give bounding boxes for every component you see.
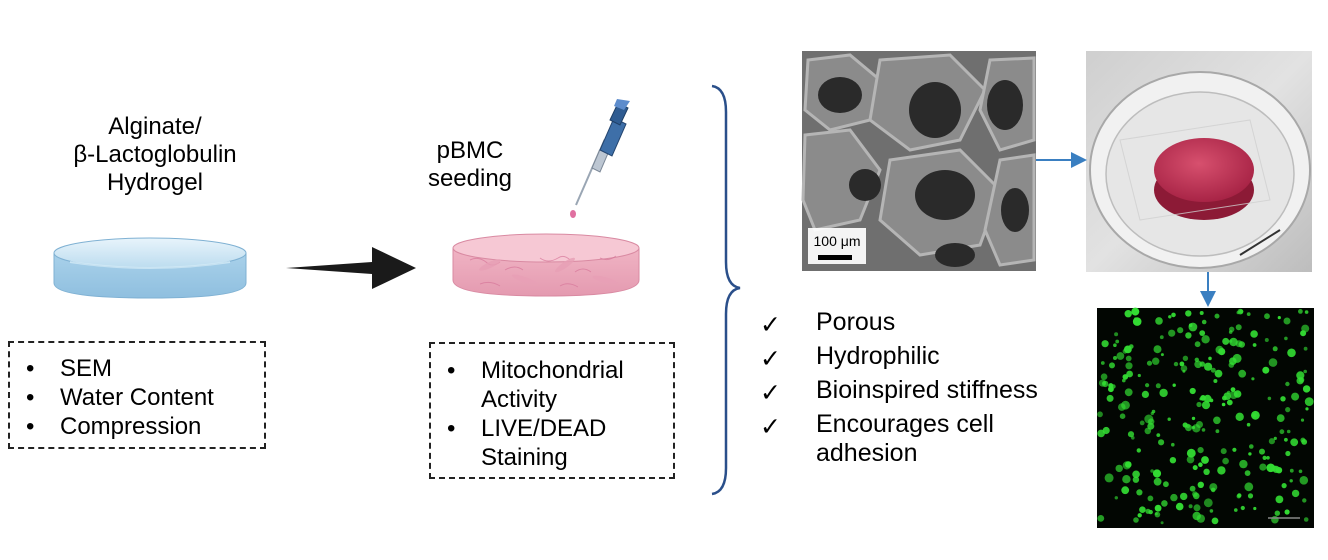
property-item: ✓ Encourages cell adhesion	[760, 410, 994, 467]
bracket	[711, 84, 741, 496]
seeding-title: pBMC seeding	[427, 137, 513, 192]
check-icon: ✓	[760, 345, 781, 373]
process-arrow	[286, 247, 416, 289]
hydrogel-disc	[53, 237, 247, 299]
petri-dish-photo	[1086, 51, 1312, 272]
property-item: ✓ Bioinspired stiffness	[760, 376, 1090, 410]
sem-scale-label: 100 μm	[814, 233, 861, 249]
hydrogel-title: Alginate/ β-Lactoglobulin Hydrogel	[73, 113, 237, 196]
characterization-box: SEM Water Content Compression	[8, 341, 266, 449]
test-item: Compression	[10, 412, 264, 441]
pipette-icon	[570, 99, 630, 218]
live-dead-fluorescence-image	[1097, 307, 1314, 528]
sem-micrograph: 100 μm	[801, 51, 1036, 271]
check-icon: ✓	[760, 379, 781, 407]
property-item: ✓ Porous	[760, 308, 1090, 342]
assay-item: LIVE/DEAD Staining	[431, 414, 673, 472]
check-icon: ✓	[760, 311, 781, 339]
test-item: SEM	[10, 354, 264, 383]
seeded-disc	[452, 233, 640, 297]
assay-box: Mitochondrial Activity LIVE/DEAD Stainin…	[429, 342, 675, 479]
assay-item: Mitochondrial Activity	[431, 356, 673, 414]
property-checklist: ✓ Porous ✓ Hydrophilic ✓ Bioinspired sti…	[760, 308, 1090, 468]
check-icon: ✓	[760, 413, 781, 441]
test-item: Water Content	[10, 383, 264, 412]
property-item: ✓ Hydrophilic	[760, 342, 1090, 376]
